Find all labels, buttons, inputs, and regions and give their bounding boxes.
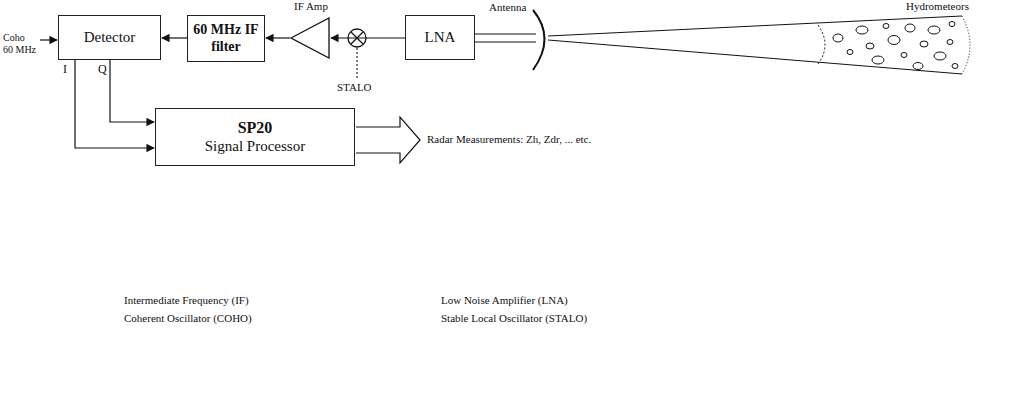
amplifier-triangle xyxy=(290,17,330,59)
hydrometeors xyxy=(833,22,958,70)
signal-line xyxy=(266,37,290,38)
box-title: Detector xyxy=(84,29,136,46)
abbreviation-note: Low Noise Amplifier (LNA) xyxy=(440,294,569,306)
waveguide xyxy=(475,34,536,42)
oscillator-name: Coho xyxy=(2,32,26,43)
frequency-label: 60 MHz xyxy=(2,44,37,55)
output-arrow xyxy=(356,117,420,163)
lna-box: LNA xyxy=(405,15,475,60)
output-label: Radar Measurements: Zh, Zdr, ... etc. xyxy=(426,133,592,145)
oscillator-name: STALO xyxy=(336,81,373,93)
stalo-line xyxy=(356,48,357,78)
signal-line xyxy=(110,60,154,122)
amplifier-symbol: IF Amp xyxy=(290,17,330,59)
abbreviation-note: Coherent Oscillator (COHO) xyxy=(123,312,253,324)
part-name: Antenna xyxy=(488,1,527,13)
abbreviation-note: Intermediate Frequency (IF) xyxy=(123,294,250,306)
signal-name: Q xyxy=(97,63,108,76)
signal-line xyxy=(331,37,405,38)
coho-arrow xyxy=(40,39,57,40)
signal-line xyxy=(162,37,187,38)
processor-box: SP20Signal Processor xyxy=(155,108,355,166)
target-name: Hydrometeors xyxy=(905,0,970,12)
filter-box: 60 MHz IF filter xyxy=(187,15,265,62)
box-title: 60 MHz IF filter xyxy=(188,22,264,54)
amplifier-label: IF Amp xyxy=(294,0,328,13)
box-title: LNA xyxy=(425,29,456,46)
abbreviation-note: Stable Local Oscillator (STALO) xyxy=(440,312,588,324)
box-title: SP20 xyxy=(238,119,273,137)
signal-line xyxy=(75,60,154,148)
radar-beam xyxy=(548,16,970,74)
detector-box: Detector xyxy=(58,15,161,60)
box-subtitle: Signal Processor xyxy=(205,138,305,155)
signal-name: I xyxy=(62,63,68,76)
antenna-dish xyxy=(533,10,545,70)
